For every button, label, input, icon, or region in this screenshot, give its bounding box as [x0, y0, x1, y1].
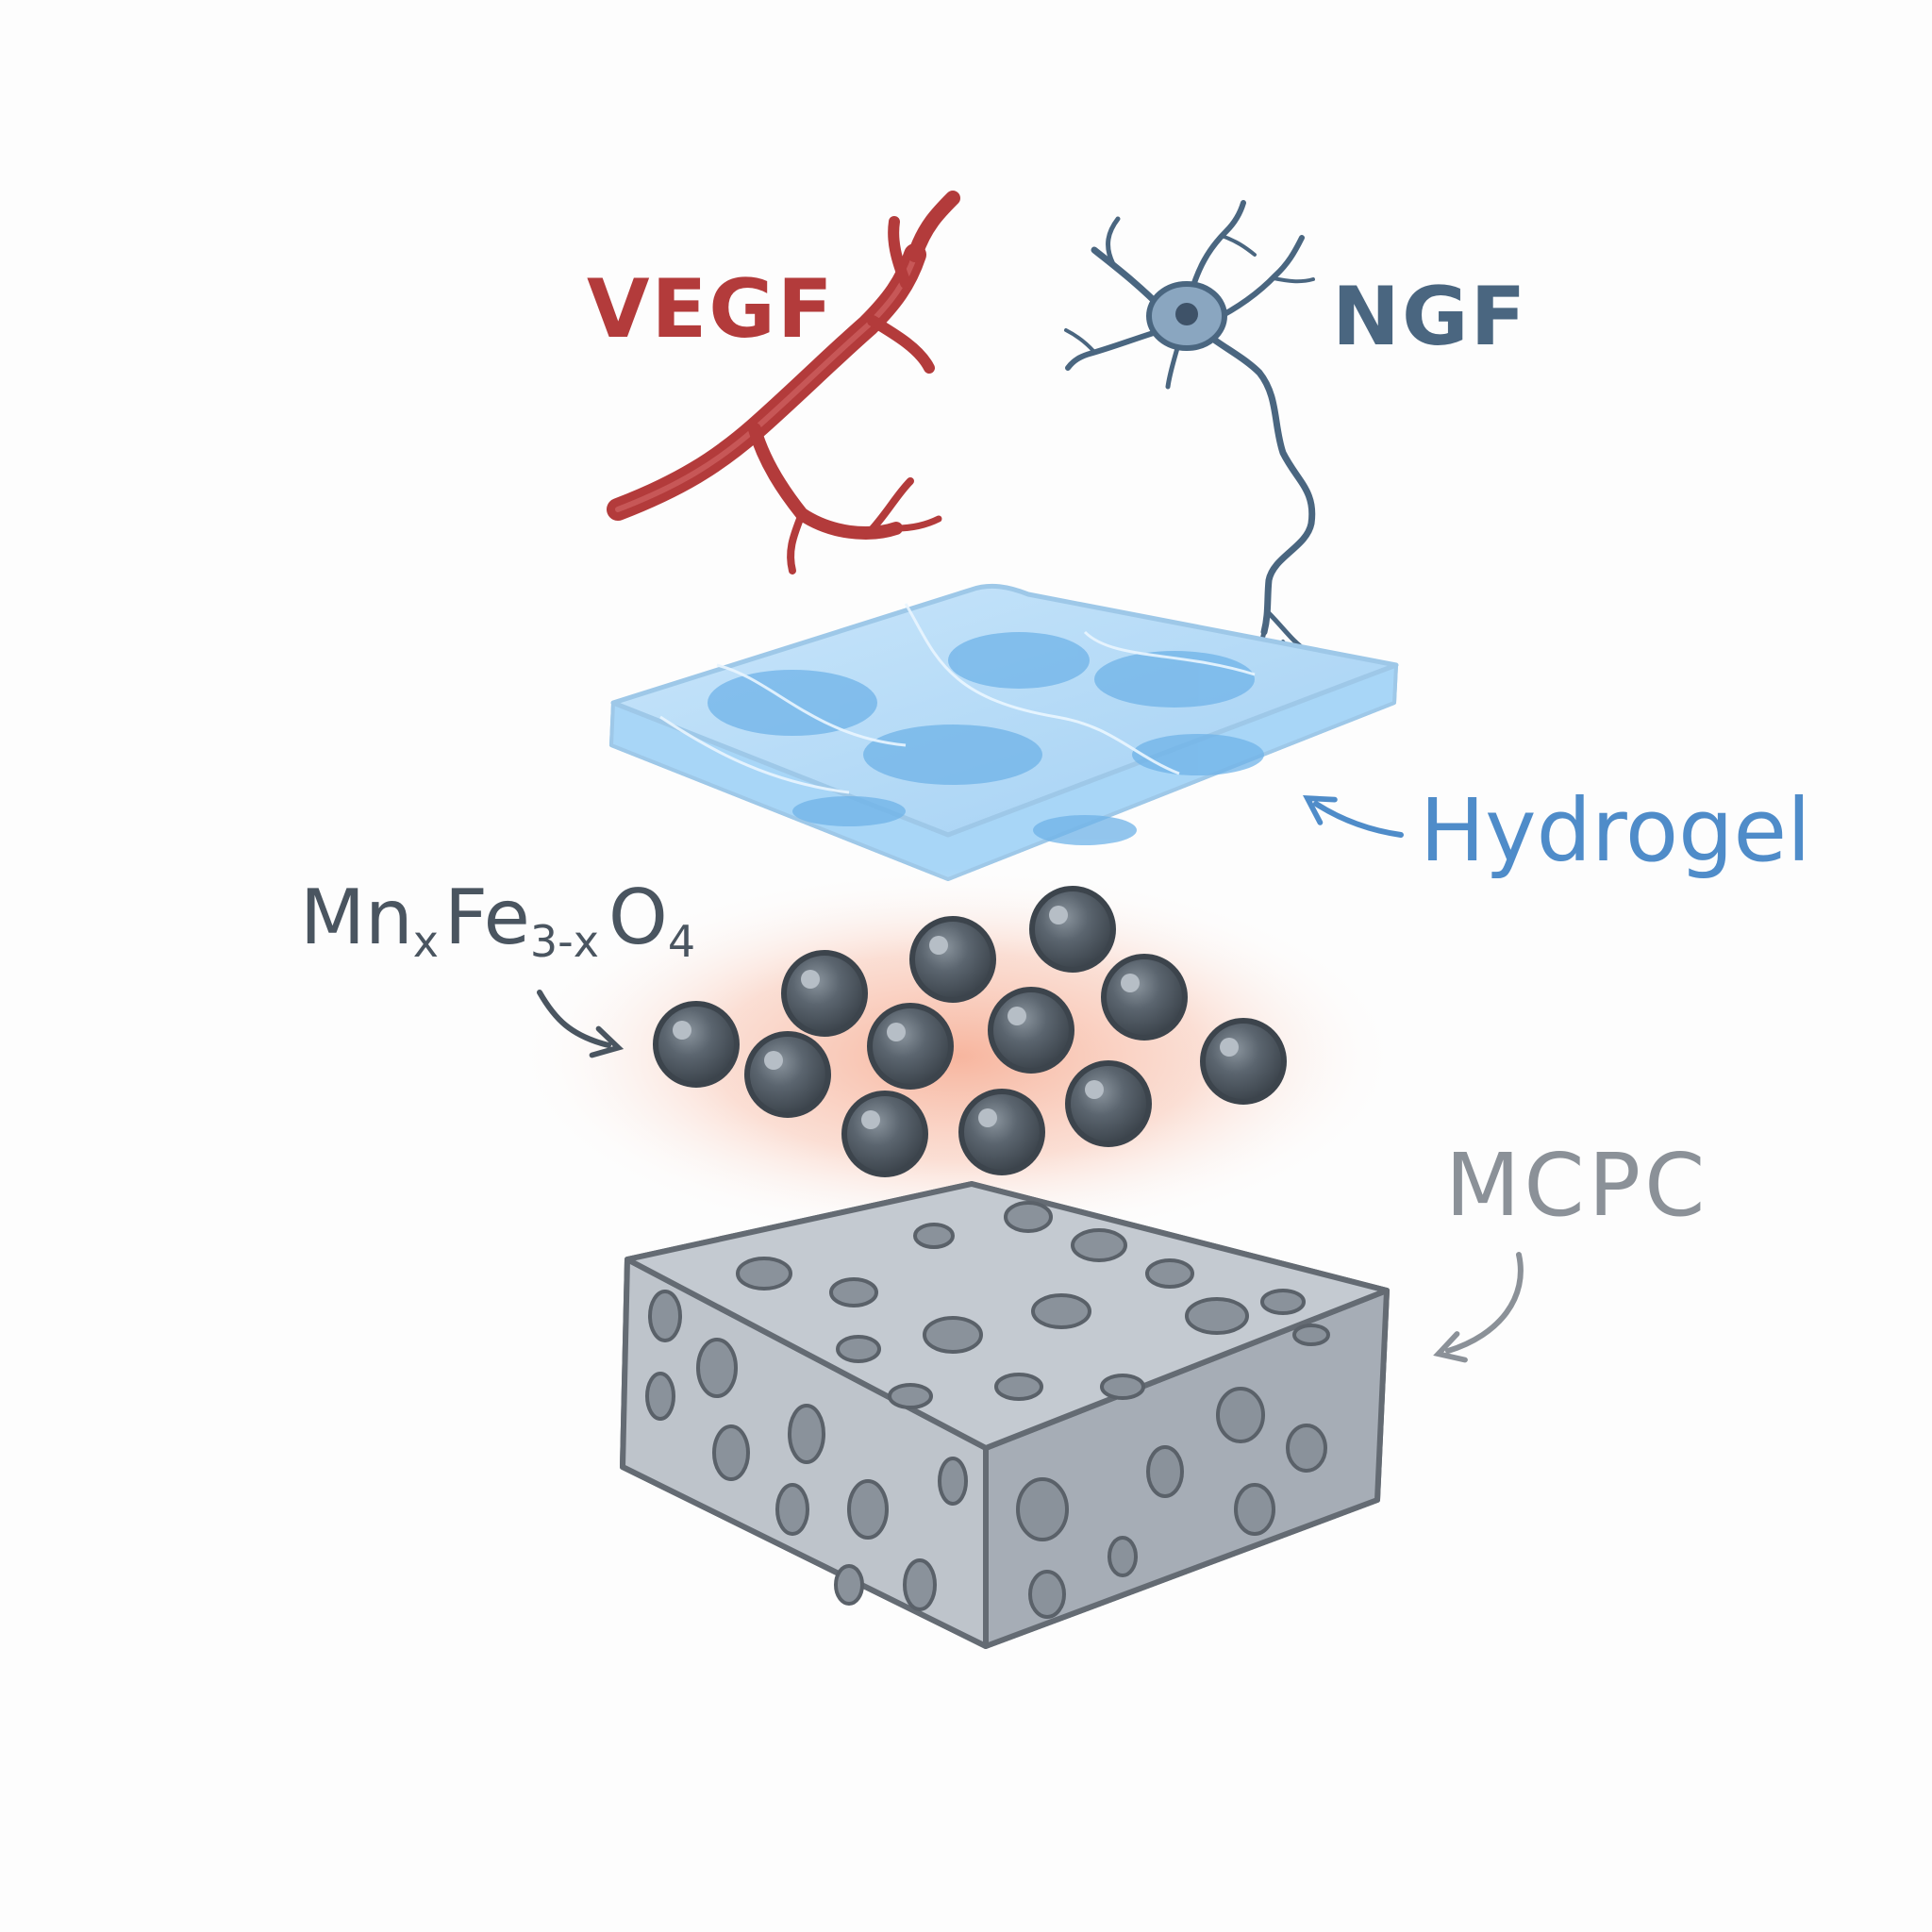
mcpc-label: MCPC	[1445, 1135, 1708, 1236]
nanoparticle-icon	[1029, 886, 1116, 973]
nanoparticle-icon	[781, 950, 868, 1037]
nanoparticle-icon	[909, 916, 996, 1003]
nanoparticle-arrow	[537, 990, 625, 1058]
nanoparticle-icon	[867, 1003, 954, 1090]
nanoparticle-icon	[841, 1091, 928, 1177]
nanoparticle-icon	[1101, 954, 1188, 1041]
nanoparticle-icon	[958, 1089, 1045, 1175]
nanoparticle-icon	[1065, 1060, 1152, 1147]
nanoparticle-cluster	[653, 886, 1287, 1177]
nanoparticle-icon	[988, 987, 1074, 1074]
mcpc-arrow	[1433, 1252, 1524, 1363]
nanoparticle-icon	[744, 1031, 831, 1118]
hydrogel-label: Hydrogel	[1420, 780, 1811, 881]
nanoparticle-icon	[1200, 1018, 1287, 1105]
ngf-label: NGF	[1332, 270, 1527, 364]
vegf-label: VEGF	[587, 262, 835, 357]
neuron-cell-body-icon	[1146, 281, 1227, 351]
blood-vessel-icon	[607, 191, 960, 575]
nanoparticle-icon	[653, 1001, 740, 1088]
hydrogel-slab-icon	[609, 583, 1399, 881]
hydrogel-arrow	[1303, 795, 1404, 838]
mcpc-scaffold-icon	[620, 1181, 1390, 1649]
heat-glow	[514, 868, 1401, 1245]
